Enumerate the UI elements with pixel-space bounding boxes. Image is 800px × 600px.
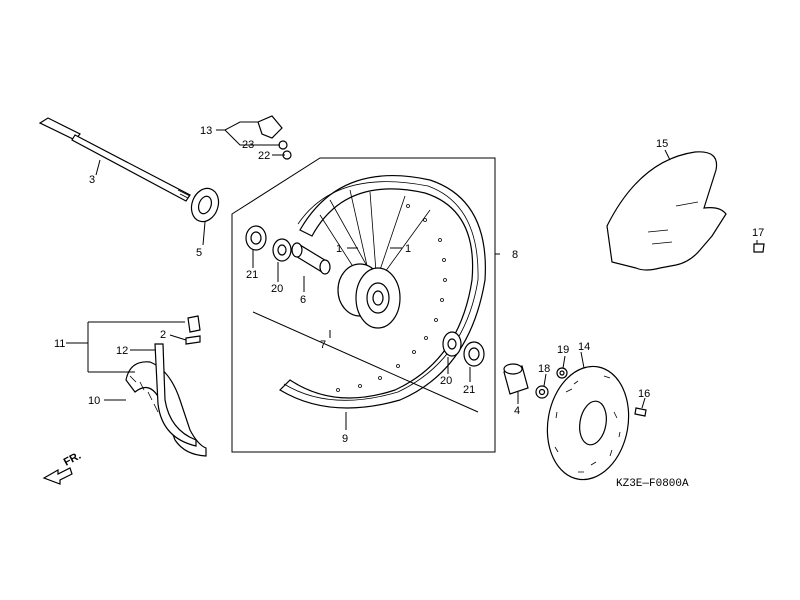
callout-9: 9	[342, 433, 348, 445]
nut-18	[535, 385, 549, 399]
bearing-right-outer	[463, 341, 485, 367]
disc-cover	[606, 151, 727, 271]
callout-13: 13	[200, 125, 212, 137]
spoke-holes	[336, 204, 447, 392]
callout-1-left: 1	[336, 243, 342, 255]
callout-22: 22	[258, 150, 270, 162]
front-axle	[38, 117, 191, 202]
wheel-hub	[337, 263, 401, 329]
axle-collar	[190, 187, 220, 223]
callout-17: 17	[752, 227, 764, 239]
valve-cap	[187, 315, 201, 333]
dust-seal-left	[272, 238, 292, 262]
callout-21-left: 21	[246, 269, 258, 281]
leader-lines	[66, 121, 758, 430]
callout-6: 6	[300, 294, 306, 306]
callout-1-right: 1	[405, 243, 411, 255]
callout-20-left: 20	[271, 283, 283, 295]
bearing-left-outer	[245, 225, 267, 251]
callout-12: 12	[116, 345, 128, 357]
callout-11: 11	[54, 338, 65, 350]
callout-15: 15	[656, 138, 668, 150]
callout-5: 5	[196, 247, 202, 259]
callout-7: 7	[320, 339, 326, 351]
diagram-code: KZ3E—F0800A	[616, 478, 689, 490]
nut-19	[556, 367, 568, 379]
wheel-assembly-frame	[231, 157, 496, 453]
callout-18: 18	[538, 363, 550, 375]
callout-labels: 3 5 13 23 22 1 1 21 20 6 7 9 8 20 21 4 1…	[54, 125, 764, 445]
callout-4: 4	[514, 405, 520, 417]
callout-3: 3	[89, 174, 95, 186]
callout-21-right: 21	[463, 384, 475, 396]
side-collar	[503, 363, 529, 395]
disc-bolt	[634, 407, 647, 417]
dust-seal-right	[442, 331, 462, 357]
callout-20-right: 20	[440, 375, 452, 387]
callout-8: 8	[512, 249, 518, 261]
front-direction-label: FR.	[62, 450, 83, 469]
callout-10: 10	[88, 395, 100, 407]
tube	[154, 343, 197, 447]
distance-collar	[291, 242, 331, 275]
cover-bolt	[753, 243, 765, 253]
callout-23: 23	[242, 139, 254, 151]
brake-disc	[546, 365, 630, 481]
callout-2: 2	[160, 329, 166, 341]
callout-14: 14	[578, 341, 590, 353]
wheel-rim	[279, 174, 486, 409]
callout-16: 16	[638, 388, 650, 400]
rim-band-valve	[185, 335, 201, 345]
front-direction-arrow	[42, 467, 73, 485]
callout-19: 19	[557, 344, 569, 356]
